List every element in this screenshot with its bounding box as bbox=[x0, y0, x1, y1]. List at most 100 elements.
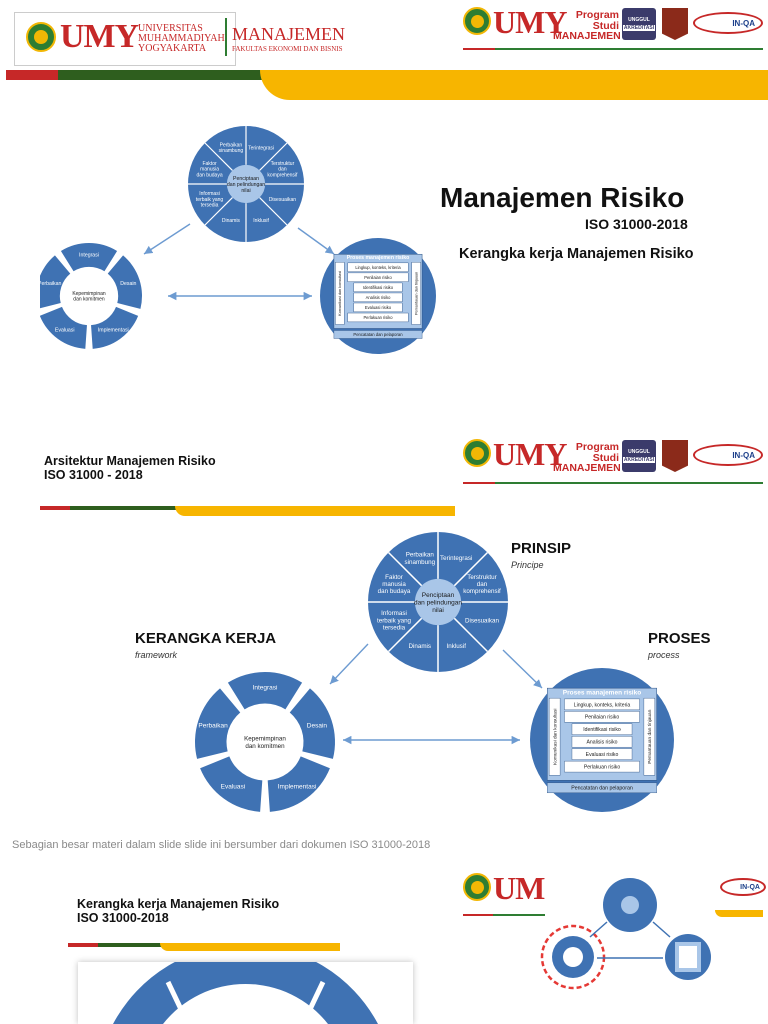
quality-badge-icon: IN-QA bbox=[693, 444, 763, 466]
process-row-label: Lingkup, konteks, kriteria bbox=[574, 702, 631, 708]
principle-segment-label: Inklusif bbox=[446, 643, 466, 650]
framework-segment bbox=[200, 756, 263, 812]
stripe-red bbox=[6, 70, 58, 80]
umy-wordmark: UMY bbox=[493, 870, 545, 906]
slide-1: UMY UNIVERSITAS MUHAMMADIYAH YOGYAKARTA … bbox=[0, 0, 768, 400]
process-right-label: Pemantauan dan tinjauan bbox=[414, 272, 418, 315]
slide1-subtitle: ISO 31000-2018 bbox=[585, 216, 688, 232]
slide1-caption: Kerangka kerja Manajemen Risiko bbox=[459, 246, 694, 262]
university-name: UNIVERSITAS MUHAMMADIYAH YOGYAKARTA bbox=[138, 23, 225, 54]
principle-segment-label: Inklusif bbox=[253, 218, 269, 224]
principles-center bbox=[226, 164, 266, 204]
umy-seal-icon bbox=[463, 439, 491, 467]
kerangka-label: KERANGKA KERJA bbox=[135, 630, 277, 647]
stripe-red bbox=[40, 506, 70, 510]
process-row-label: Analisis risiko bbox=[587, 740, 618, 746]
framework-segment bbox=[289, 688, 335, 759]
process-row-label: Analisis risiko bbox=[366, 295, 392, 300]
umy-seal-icon bbox=[463, 873, 491, 901]
framework-segment bbox=[91, 306, 139, 349]
flow-arrow bbox=[329, 643, 369, 685]
framework-segment bbox=[40, 255, 71, 309]
slide1-title: Manajemen Risiko bbox=[440, 182, 685, 213]
process-title: Proses manajemen risiko bbox=[347, 255, 410, 261]
principle-segment-label: Disesuaikan bbox=[465, 617, 500, 624]
diagram-arrows bbox=[143, 223, 335, 301]
stripe-green bbox=[98, 943, 168, 947]
principle-segment-label: Dinamis bbox=[222, 218, 241, 224]
umy-seal-icon bbox=[26, 22, 56, 52]
slide3-title: Kerangka kerja Manajemen Risiko ISO 3100… bbox=[77, 897, 280, 925]
framework-segment bbox=[267, 756, 330, 812]
framework-segment bbox=[195, 688, 241, 759]
framework-segment-label: Implementasi bbox=[278, 783, 317, 790]
framework-segment-label: Perbaikan bbox=[198, 722, 228, 729]
flow-arrow bbox=[143, 223, 191, 255]
unggul-badge: UNGGUL AKREDITASI bbox=[622, 8, 656, 40]
framework-wheel-icon bbox=[113, 962, 378, 1024]
framework-segment-label: Desain bbox=[120, 281, 136, 287]
process-row-label: Lingkup, konteks, kriteria bbox=[355, 265, 401, 270]
framework-segment-label: Evaluasi bbox=[221, 783, 246, 790]
source-footnote: Sebagian besar materi dalam slide slide … bbox=[12, 839, 431, 851]
prodi-label: Program Studi MANAJEMEN bbox=[553, 9, 621, 42]
stripe-yellow bbox=[160, 943, 340, 951]
stripe-yellow bbox=[175, 506, 455, 516]
framework-segment-label: Integrasi bbox=[253, 685, 278, 692]
principle-segment-label: Dinamis bbox=[408, 643, 431, 650]
framework-segment bbox=[60, 242, 118, 272]
process-left-label: Komunikasi dan konsultasi bbox=[338, 271, 342, 316]
process-row-label: Penilaian risiko bbox=[364, 275, 392, 280]
process-row-label: Perlakuan risiko bbox=[363, 315, 393, 320]
principles-center bbox=[414, 578, 462, 626]
stripe-red bbox=[68, 943, 98, 947]
unggul-badge: UNGGUL AKREDITASI bbox=[622, 440, 656, 472]
process-bottom-label: Pencatatan dan pelaporan bbox=[353, 332, 403, 337]
umy-wordmark: UMY bbox=[493, 4, 567, 40]
header-rule bbox=[463, 48, 763, 50]
proses-sub: process bbox=[648, 650, 680, 660]
process-row-label: Evaluasi risiko bbox=[586, 752, 619, 758]
proses-label: PROSES bbox=[648, 630, 711, 647]
framework-segment-label: Implementasi bbox=[98, 327, 129, 333]
framework-segment-label: Desain bbox=[307, 722, 328, 729]
umy-logo-box bbox=[14, 12, 236, 66]
framework-segment bbox=[107, 255, 142, 309]
prodi-label: Program Studi MANAJEMEN bbox=[553, 441, 621, 474]
quality-badge-icon: IN-QA bbox=[720, 878, 766, 896]
umy-wordmark: UMY bbox=[493, 436, 567, 472]
process-row-label: Perlakuan risiko bbox=[584, 764, 621, 770]
framework-segment-label: Integrasi bbox=[79, 252, 99, 258]
prinsip-sub: Principe bbox=[511, 560, 544, 570]
iso-diagram-thumbnail bbox=[540, 878, 711, 990]
framework-segment-label: Evaluasi bbox=[55, 327, 75, 333]
slide2-title: Arsitektur Manajemen Risiko ISO 31000 - … bbox=[44, 454, 216, 482]
ranking-badge-icon bbox=[662, 440, 688, 472]
process-left-label: Komunikasi dan konsultasi bbox=[552, 709, 558, 765]
integrasi-label: Integrasi bbox=[218, 990, 273, 1005]
process-row-label: Penilaian risiko bbox=[585, 715, 620, 721]
flow-arrow bbox=[297, 227, 335, 255]
process-title: Proses manajemen risiko bbox=[563, 689, 641, 696]
prinsip-label: PRINSIP bbox=[511, 540, 572, 557]
header-rule bbox=[463, 482, 763, 484]
ranking-badge-icon bbox=[662, 8, 688, 40]
framework-wheel-preview: Integrasi bbox=[78, 962, 413, 1024]
kerangka-sub: framework bbox=[135, 650, 178, 660]
